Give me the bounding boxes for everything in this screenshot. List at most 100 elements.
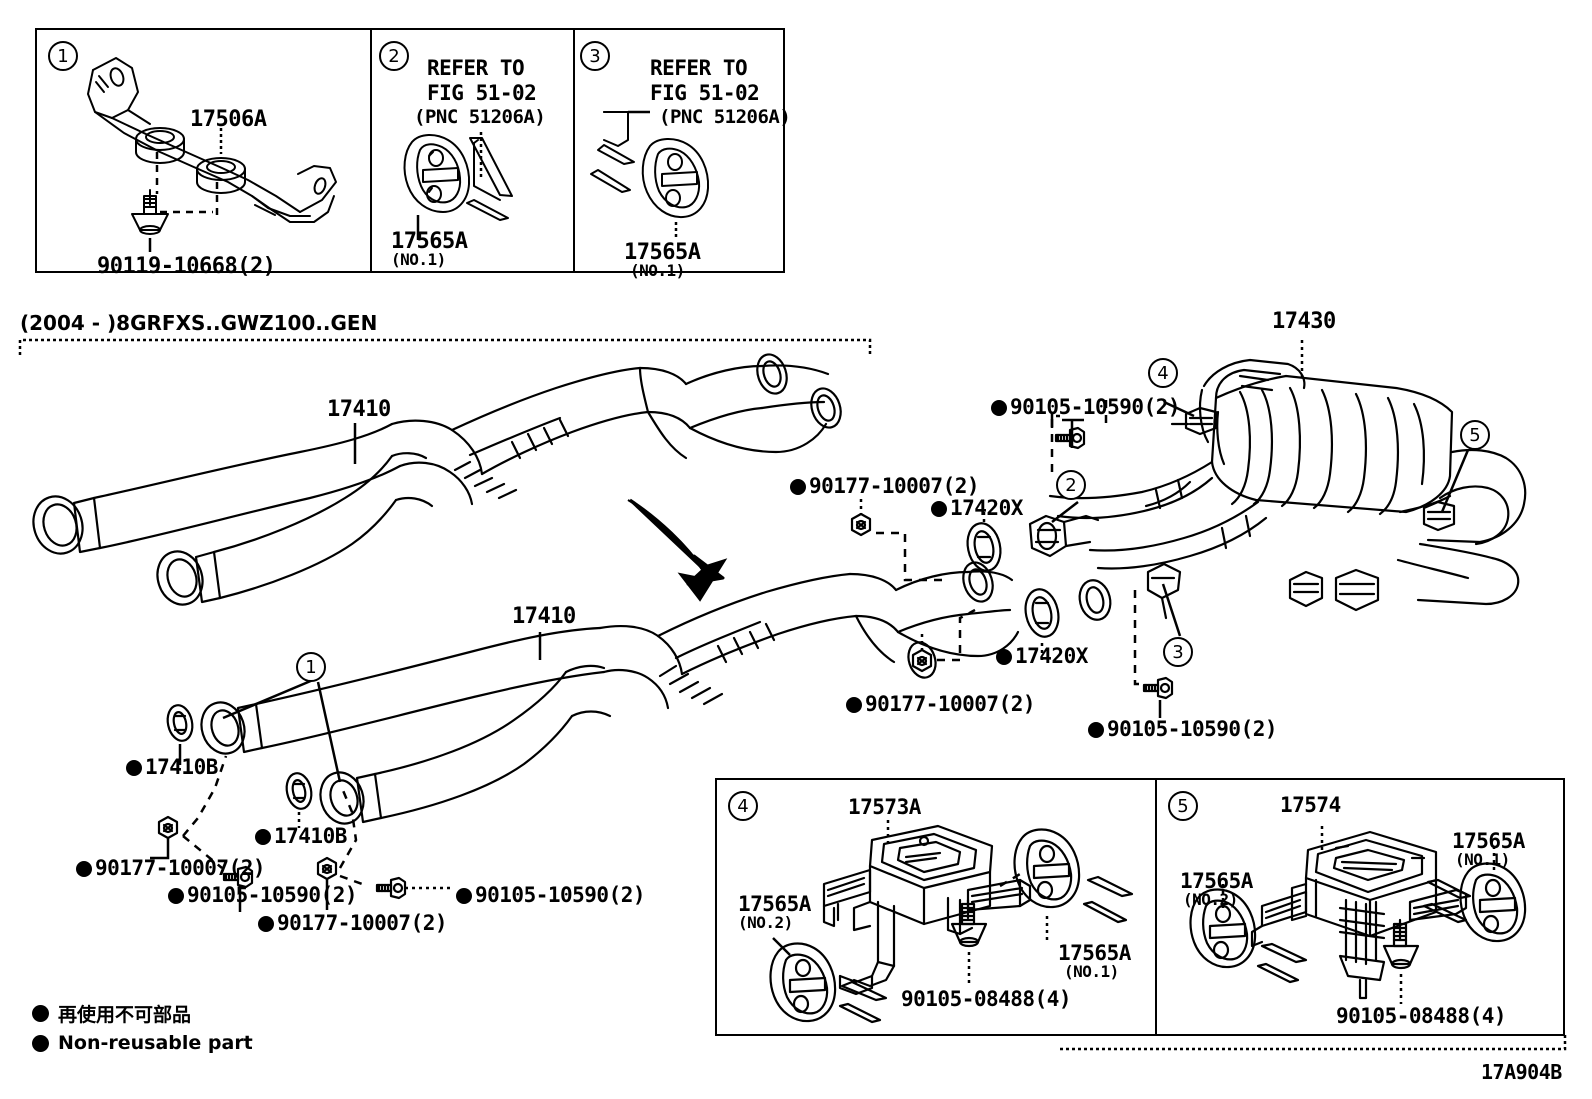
panel4-label-17573a: 17573A [848, 795, 921, 819]
panel4-label-17565a-no1: 17565A [1058, 941, 1131, 965]
model-application-code: (2004 - )8GRFXS..GWZ100..GEN [20, 311, 378, 335]
panel3-callout-number: 3 [580, 41, 610, 71]
panel5-label-no1: (NO.1) [1455, 850, 1510, 869]
panel1-callout-number: 1 [48, 41, 78, 71]
main-callout-num-3: 3 [1172, 641, 1184, 663]
main-callout-num-1: 1 [305, 656, 317, 678]
main-label-nut-top: 90177-10007(2) [790, 474, 980, 498]
panel5-label-no2: (NO.2) [1183, 890, 1238, 909]
panel4-callout-number: 4 [728, 791, 758, 821]
ring-right-text: 17410B [274, 824, 347, 848]
nut-center-text: 90177-10007(2) [277, 911, 448, 935]
bolt-center-text: 90105-10590(2) [475, 883, 646, 907]
main-callout-5: 5 [1460, 420, 1490, 450]
bolt-topright-text: 90105-10590(2) [1010, 395, 1181, 419]
nut-top-text: 90177-10007(2) [809, 474, 980, 498]
callout-num-3: 3 [589, 45, 601, 67]
legend-english-text: Non-reusable part [58, 1032, 253, 1054]
top-panel-frame [35, 28, 785, 273]
nut-left-text: 90177-10007(2) [95, 856, 266, 880]
nonreusable-dot-icon [931, 501, 947, 517]
top-panel-divider-1 [370, 28, 372, 273]
nonreusable-dot-icon [1088, 722, 1104, 738]
nonreusable-dot-icon [258, 916, 274, 932]
panel5-label-17565a-no2: 17565A [1180, 869, 1253, 893]
main-label-pipe-lower: 17410 [512, 604, 576, 629]
main-label-bolt-left: 90105-10590(2) [168, 884, 358, 906]
legend-block: 再使用不可部品 Non-reusable part [32, 1000, 253, 1059]
panel3-label-refer-to: REFER TO [650, 56, 748, 80]
panel2-callout-number: 2 [379, 41, 409, 71]
panel3-label-fig: FIG 51-02 [650, 81, 760, 105]
main-label-bolt-topright: 90105-10590(2) [991, 395, 1181, 419]
main-label-ring-right: 17410B [255, 825, 347, 847]
bottom-panel-divider [1155, 778, 1157, 1036]
top-panel-divider-2 [573, 28, 575, 273]
main-label-nut-center: 90177-10007(2) [258, 911, 448, 935]
nonreusable-dot-icon [991, 400, 1007, 416]
legend-japanese-text: 再使用不可部品 [58, 1004, 192, 1026]
panel2-label-pnc: (PNC 51206A) [414, 106, 546, 128]
panel4-label-no2: (NO.2) [738, 913, 793, 932]
figure-code: 17A904B [1481, 1060, 1562, 1084]
callout-num-1: 1 [57, 45, 69, 67]
nonreusable-dot-icon [790, 479, 806, 495]
nonreusable-dot-icon [456, 888, 472, 904]
main-callout-1: 1 [296, 652, 326, 682]
nonreusable-dot-icon [846, 697, 862, 713]
nonreusable-dot-icon [32, 1034, 49, 1052]
panel3-label-pnc: (PNC 51206A) [659, 106, 791, 128]
panel2-label-17565a: 17565A [391, 229, 468, 254]
panel5-label-90105: 90105-08488(4) [1336, 1004, 1507, 1028]
panel4-label-90105: 90105-08488(4) [901, 987, 1072, 1011]
panel3-label-no1: (NO.1) [630, 261, 685, 280]
gasket-lower-text: 17420X [1015, 644, 1088, 668]
panel1-label-17506a: 17506A [190, 107, 267, 132]
nonreusable-dot-icon [996, 649, 1012, 665]
nut-mid-text: 90177-10007(2) [865, 692, 1036, 716]
main-callout-num-2: 2 [1065, 474, 1077, 496]
panel2-label-fig: FIG 51-02 [427, 81, 537, 105]
main-callout-num-5: 5 [1469, 424, 1481, 446]
panel5-callout-number: 5 [1168, 791, 1198, 821]
legend-row-japanese: 再使用不可部品 [32, 1000, 253, 1027]
nonreusable-dot-icon [126, 760, 142, 776]
legend-row-english: Non-reusable part [32, 1032, 253, 1054]
nonreusable-dot-icon [76, 861, 92, 877]
main-label-bolt-center: 90105-10590(2) [456, 883, 646, 907]
main-callout-num-4: 4 [1157, 362, 1169, 384]
main-label-muffler: 17430 [1272, 309, 1336, 334]
panel2-label-refer-to: REFER TO [427, 56, 525, 80]
main-callout-4: 4 [1148, 358, 1178, 388]
panel4-label-no1: (NO.1) [1064, 962, 1119, 981]
panel3-label-17565a: 17565A [624, 240, 701, 265]
nonreusable-dot-icon [168, 888, 184, 904]
nonreusable-dot-icon [32, 1005, 49, 1022]
gasket-upper-text: 17420X [950, 496, 1023, 520]
bolt-right-text: 90105-10590(2) [1107, 717, 1278, 741]
panel5-label-17565a-no1: 17565A [1452, 829, 1525, 853]
bottom-panel-frame [715, 778, 1565, 1036]
main-label-nut-left: 90177-10007(2) [76, 856, 266, 880]
panel1-label-90119: 90119-10668(2) [97, 254, 276, 279]
main-label-bolt-right: 90105-10590(2) [1088, 717, 1278, 741]
panel2-label-no1: (NO.1) [391, 250, 446, 269]
main-label-pipe-upper: 17410 [327, 397, 391, 422]
nonreusable-dot-icon [255, 829, 271, 845]
main-label-nut-mid: 90177-10007(2) [846, 692, 1036, 716]
ring-left-text: 17410B [145, 755, 218, 779]
main-label-gasket-upper: 17420X [931, 497, 1023, 519]
main-label-gasket-lower: 17420X [996, 645, 1088, 667]
main-callout-2: 2 [1056, 470, 1086, 500]
